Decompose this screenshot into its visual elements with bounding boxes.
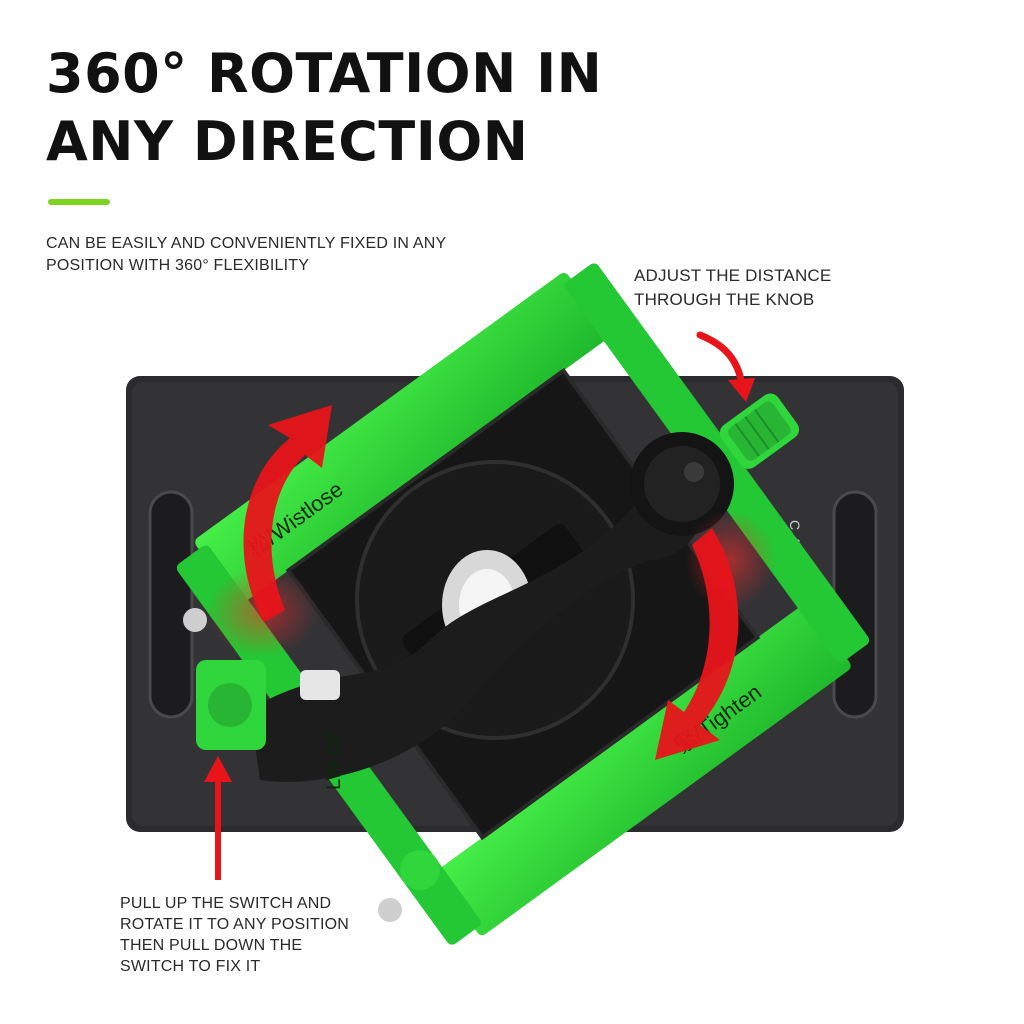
clamp-jaw-left: LW-02 <box>196 660 345 790</box>
knob-caption: ADJUST THE DISTANCE THROUGH THE KNOB <box>634 264 831 312</box>
intro-line-1: CAN BE EASILY AND CONVENIENTLY FIXED IN … <box>46 235 447 252</box>
clamp-rail-top <box>195 273 610 604</box>
tighten-knob <box>630 432 734 536</box>
distance-knob <box>719 393 800 469</box>
switch-caption-line-1: PULL UP THE SWITCH AND <box>120 895 332 912</box>
knob-pointer-arrow <box>696 331 755 402</box>
switch-caption: PULL UP THE SWITCH AND ROTATE IT TO ANY … <box>120 893 349 977</box>
intro-caption: CAN BE EASILY AND CONVENIENTLY FIXED IN … <box>46 233 446 277</box>
knob-caption-line-2: THROUGH THE KNOB <box>634 290 815 309</box>
headline-line-1: 360° ROTATION IN <box>46 42 603 105</box>
switch-caption-line-4: SWITCH TO FIX IT <box>120 958 261 975</box>
intro-line-2: POSITION WITH 360° FLEXIBILITY <box>46 257 310 274</box>
headline: 360° ROTATION IN ANY DIRECTION <box>46 40 602 176</box>
clamp-rail-bottom <box>436 604 851 936</box>
switch-caption-line-2: ROTATE IT TO ANY POSITION <box>120 916 350 933</box>
rotate-arrow-right <box>655 528 739 760</box>
knob-caption-line-1: ADJUST THE DISTANCE <box>634 266 832 285</box>
switch-caption-line-3: THEN PULL DOWN THE <box>120 937 303 954</box>
accent-bar <box>48 199 110 205</box>
rotate-arrow-left <box>243 405 332 622</box>
clamp-label-left: LW-02 <box>323 733 345 790</box>
left-slot <box>148 490 194 719</box>
rotation-arrows <box>207 405 775 760</box>
switch-pointer-arrow <box>204 756 232 880</box>
headline-line-2: ANY DIRECTION <box>46 110 529 173</box>
